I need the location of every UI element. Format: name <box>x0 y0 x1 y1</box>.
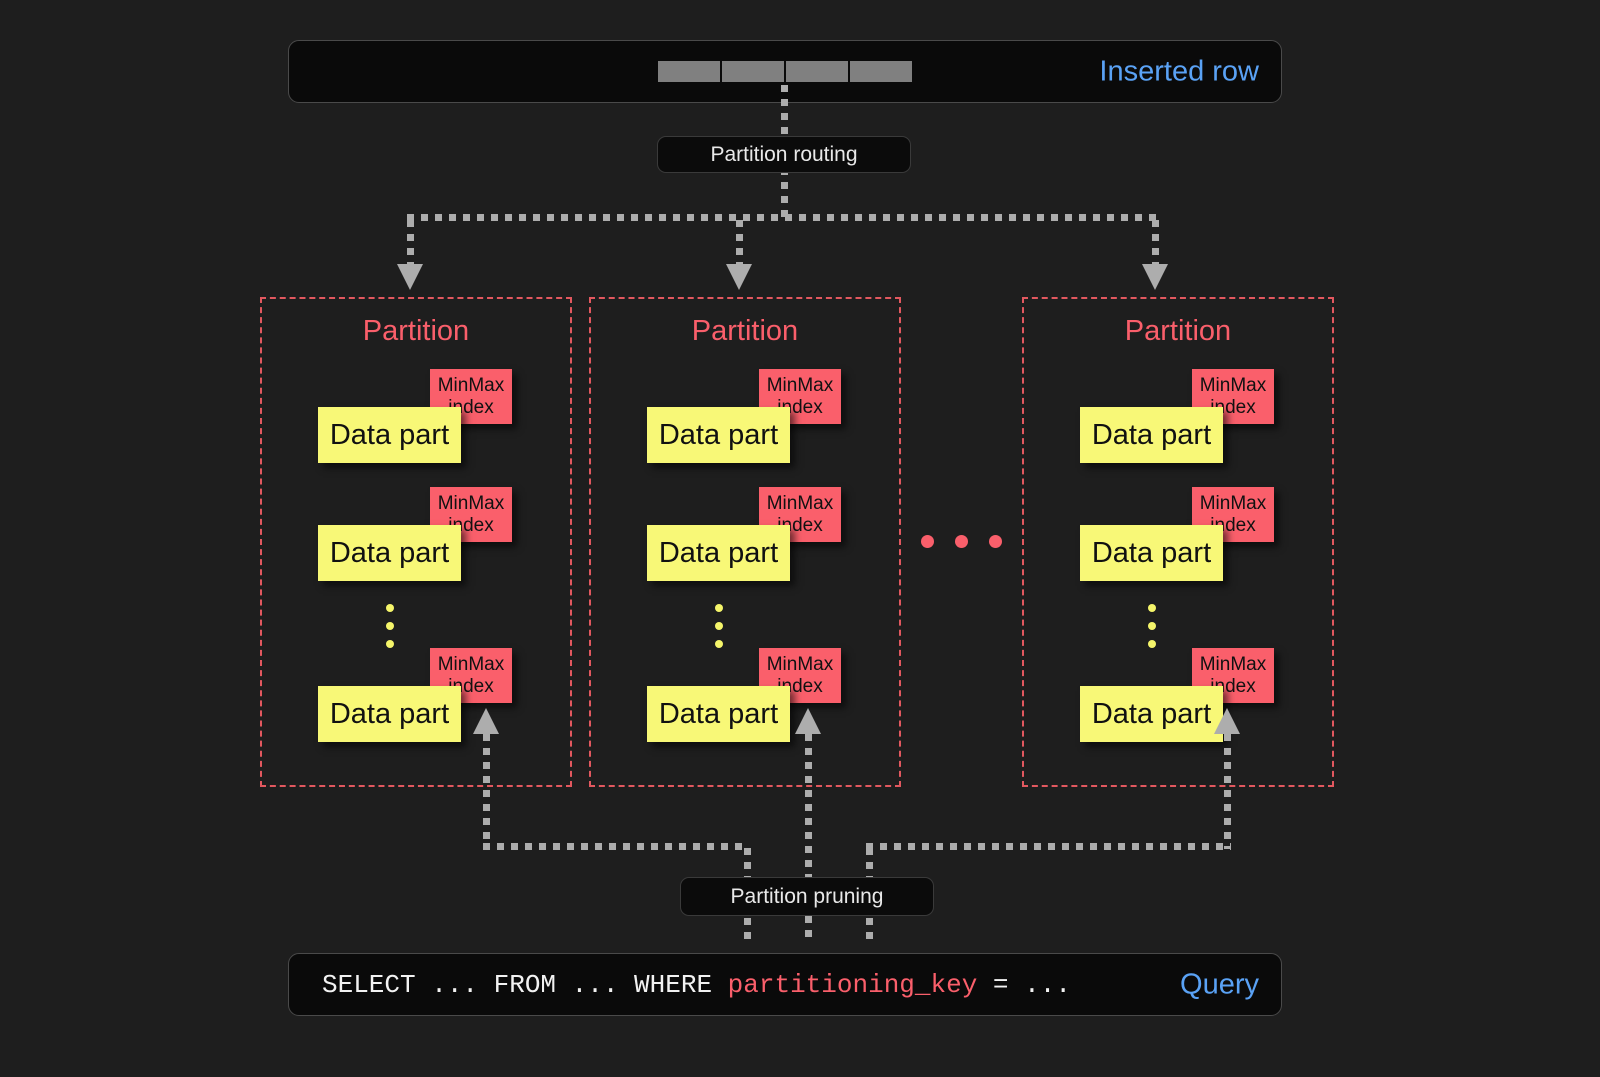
data-part-box: Data part <box>647 525 790 581</box>
ellipsis-dot <box>1148 604 1156 612</box>
connector-pruning-bus-right <box>866 843 1231 850</box>
arrow-into-partition-1-scan <box>473 708 499 734</box>
ellipsis-dot <box>386 604 394 612</box>
data-part-box: Data part <box>1080 686 1223 742</box>
connector-bus-to-partition-3 <box>1152 220 1159 268</box>
data-part-ellipsis <box>386 604 394 648</box>
inserted-row-label: Inserted row <box>1099 55 1259 87</box>
data-part-box: Data part <box>318 686 461 742</box>
ellipsis-dot <box>386 640 394 648</box>
data-part-box: Data part <box>1080 407 1223 463</box>
connector-pruning-bus-left <box>483 843 748 850</box>
data-part-ellipsis <box>1148 604 1156 648</box>
query-label: Query <box>1180 968 1259 1000</box>
connector-routing-to-bus <box>781 168 788 218</box>
ellipsis-dot <box>1148 622 1156 630</box>
inserted-row-cells <box>658 61 912 82</box>
data-part-ellipsis <box>715 604 723 648</box>
partition-routing-label: Partition routing <box>657 136 911 173</box>
query-partitioning-key: partitioning_key <box>727 969 978 1000</box>
connector-bus-to-partition-2 <box>736 220 743 268</box>
ellipsis-dot <box>715 622 723 630</box>
ellipsis-dot <box>989 535 1002 548</box>
data-part-box: Data part <box>318 407 461 463</box>
ellipsis-dot <box>715 640 723 648</box>
arrow-into-partition-2-scan <box>795 708 821 734</box>
partition-ellipsis <box>921 535 1002 548</box>
partition-title: Partition <box>691 315 799 347</box>
connector-row-to-routing <box>781 85 788 141</box>
inserted-row-panel: Inserted row <box>288 40 1282 103</box>
data-part-box: Data part <box>647 686 790 742</box>
connector-bus-to-partition-1 <box>407 220 414 268</box>
row-cell <box>722 61 784 82</box>
partition-pruning-label: Partition pruning <box>680 877 934 916</box>
query-suffix: = ... <box>977 969 1071 1000</box>
query-text: SELECT ... FROM ... WHERE partitioning_k… <box>322 970 1071 1000</box>
partition-title: Partition <box>1124 315 1232 347</box>
row-cell <box>786 61 848 82</box>
query-prefix: SELECT ... FROM ... WHERE <box>322 969 728 1000</box>
arrow-into-partition-3-scan <box>1214 708 1240 734</box>
partition-title: Partition <box>362 315 470 347</box>
ellipsis-dot <box>921 535 934 548</box>
data-part-box: Data part <box>647 407 790 463</box>
connector-partition-2-to-bus <box>805 734 812 942</box>
data-part-box: Data part <box>318 525 461 581</box>
arrow-into-partition-3 <box>1142 264 1168 290</box>
ellipsis-dot <box>1148 640 1156 648</box>
arrow-into-partition-1 <box>397 264 423 290</box>
row-cell <box>658 61 720 82</box>
row-cell <box>850 61 912 82</box>
arrow-into-partition-2 <box>726 264 752 290</box>
ellipsis-dot <box>386 622 394 630</box>
ellipsis-dot <box>715 604 723 612</box>
connector-routing-bus <box>407 214 1159 221</box>
query-panel: SELECT ... FROM ... WHERE partitioning_k… <box>288 953 1282 1016</box>
ellipsis-dot <box>955 535 968 548</box>
data-part-box: Data part <box>1080 525 1223 581</box>
connector-partition-3-to-bus <box>1224 734 1231 849</box>
connector-partition-1-to-bus <box>483 734 490 849</box>
